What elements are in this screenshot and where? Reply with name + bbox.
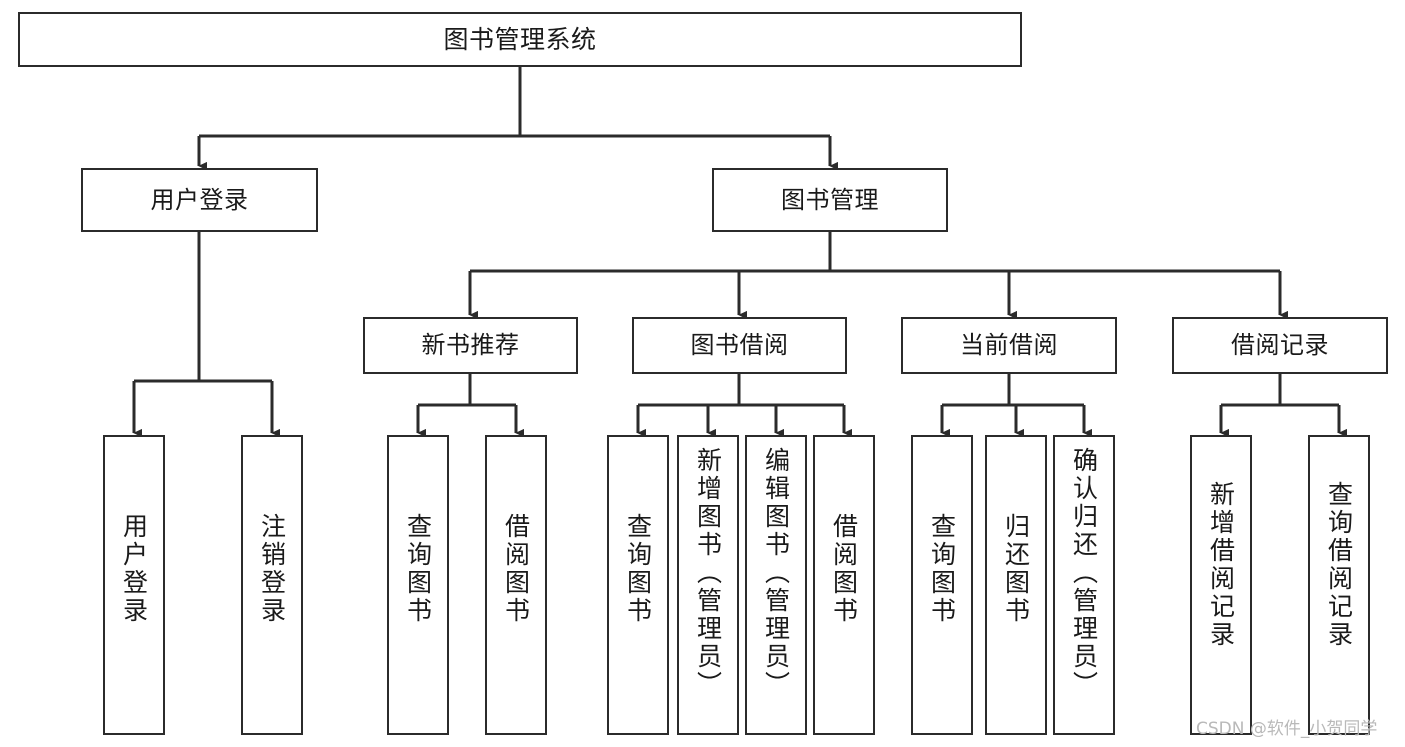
node-leaf-query-record-label: 查询借阅记录 bbox=[1324, 481, 1354, 649]
node-new-book-recommend[interactable]: 新书推荐 bbox=[363, 317, 578, 374]
csdn-watermark: CSDN @软件_小贺同学 bbox=[1196, 719, 1378, 739]
node-leaf-confirm-return-label: 确认归还（管理员） bbox=[1069, 447, 1099, 699]
node-current-borrow-label: 当前借阅 bbox=[960, 331, 1058, 360]
node-leaf-return-book-label: 归还图书 bbox=[1001, 513, 1031, 625]
node-leaf-query-book-3-label: 查询图书 bbox=[927, 513, 957, 625]
node-leaf-edit-book[interactable]: 编辑图书（管理员） bbox=[745, 435, 807, 735]
node-leaf-query-book-1-label: 查询图书 bbox=[403, 513, 433, 625]
node-leaf-edit-book-label: 编辑图书（管理员） bbox=[761, 447, 791, 699]
node-leaf-add-book[interactable]: 新增图书（管理员） bbox=[677, 435, 739, 735]
node-leaf-borrow-book-2[interactable]: 借阅图书 bbox=[813, 435, 875, 735]
node-leaf-logout[interactable]: 注销登录 bbox=[241, 435, 303, 735]
node-leaf-query-record[interactable]: 查询借阅记录 bbox=[1308, 435, 1370, 735]
node-book-borrow[interactable]: 图书借阅 bbox=[632, 317, 847, 374]
node-leaf-query-book-1[interactable]: 查询图书 bbox=[387, 435, 449, 735]
node-root[interactable]: 图书管理系统 bbox=[18, 12, 1022, 67]
node-current-borrow[interactable]: 当前借阅 bbox=[901, 317, 1117, 374]
node-user-login[interactable]: 用户登录 bbox=[81, 168, 318, 232]
node-leaf-borrow-book-1[interactable]: 借阅图书 bbox=[485, 435, 547, 735]
node-new-book-recommend-label: 新书推荐 bbox=[421, 331, 520, 360]
node-leaf-user-login-label: 用户登录 bbox=[119, 513, 149, 625]
node-leaf-confirm-return[interactable]: 确认归还（管理员） bbox=[1053, 435, 1115, 735]
node-leaf-query-book-3[interactable]: 查询图书 bbox=[911, 435, 973, 735]
node-leaf-user-login[interactable]: 用户登录 bbox=[103, 435, 165, 735]
node-leaf-query-book-2[interactable]: 查询图书 bbox=[607, 435, 669, 735]
node-leaf-add-book-label: 新增图书（管理员） bbox=[693, 447, 723, 699]
node-leaf-query-book-2-label: 查询图书 bbox=[623, 513, 653, 625]
node-book-manage-label: 图书管理 bbox=[781, 185, 879, 214]
node-leaf-logout-label: 注销登录 bbox=[257, 513, 287, 625]
node-leaf-borrow-book-2-label: 借阅图书 bbox=[829, 513, 859, 625]
node-leaf-return-book[interactable]: 归还图书 bbox=[985, 435, 1047, 735]
node-leaf-add-record[interactable]: 新增借阅记录 bbox=[1190, 435, 1252, 735]
node-book-manage[interactable]: 图书管理 bbox=[712, 168, 948, 232]
node-leaf-borrow-book-1-label: 借阅图书 bbox=[501, 513, 531, 625]
node-book-borrow-label: 图书借阅 bbox=[690, 331, 789, 360]
node-leaf-add-record-label: 新增借阅记录 bbox=[1206, 481, 1236, 649]
node-borrow-record-label: 借阅记录 bbox=[1231, 331, 1329, 360]
node-borrow-record[interactable]: 借阅记录 bbox=[1172, 317, 1388, 374]
node-root-label: 图书管理系统 bbox=[443, 24, 597, 54]
node-user-login-label: 用户登录 bbox=[150, 185, 249, 214]
